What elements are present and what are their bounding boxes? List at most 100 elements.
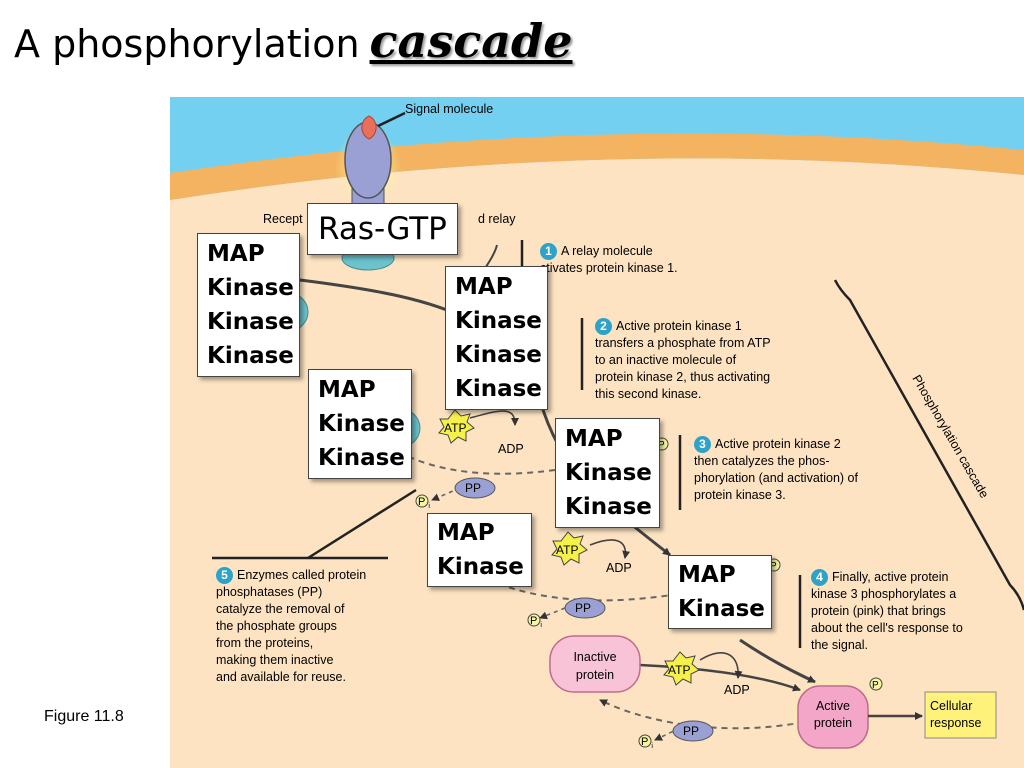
phosphate-tag-label: P [770,561,777,572]
signal-molecule-icon [361,115,377,140]
mapk-box: MAP Kinase [427,513,532,587]
figure-caption: Figure 11.8 [44,708,124,725]
step-line: phosphatases (PP) [216,585,323,599]
atp-label: ATP [444,421,466,435]
step-number-badge: 5 [216,567,233,584]
step-4-description: 4 Finally, active protein kinase 3 phosph… [811,569,1001,654]
ras-gtp-box: Ras-GTP [307,203,458,255]
receptor-label-left: Recept [263,212,303,226]
pi-icon [415,494,429,508]
mapkk-box: MAP Kinase Kinase [555,418,660,528]
mapkkk-line: Kinase [207,275,294,301]
mapk-line: Kinase [678,596,765,622]
atp-label: ATP [668,663,690,677]
step-line: to an inactive molecule of [595,353,737,367]
step-line: ctivates protein kinase 1. [540,261,678,275]
mapkk-line: Kinase [565,460,652,486]
step-line: and available for reuse. [216,670,346,684]
activation-arrow-2 [739,638,816,684]
step-line: A relay molecule [561,244,653,258]
step-number-badge: 1 [540,243,557,260]
pp-phosphatase-icon [454,477,496,499]
atp-adp-arrow-2 [589,539,631,559]
step-line: then catalyzes the phos- [694,454,830,468]
step-line: protein (pink) that brings [811,604,946,618]
pi-icon [638,734,652,748]
pp-return-arrow-1 [379,439,556,475]
mapk-box: MAP Kinase [668,555,772,629]
mapkkk-box: MAP Kinase Kinase Kinase [197,233,300,377]
mapkkk-line: Kinase [207,343,294,369]
step-line: Active protein kinase 1 [616,319,742,333]
phosphate-tag-icon [869,677,883,691]
step-5-description: 5 Enzymes called protein phosphatases (PP… [216,567,406,686]
step-line: Active protein kinase 2 [715,437,841,451]
mapkkk-line: MAP [207,241,265,267]
step-2-description: 2 Active protein kinase 1 transfers a pho… [595,318,805,403]
mapkkk-line: Kinase [455,376,542,402]
mapkk-box: MAP Kinase Kinase [308,369,412,479]
receptor-label-right: d relay [478,212,516,226]
step-number-badge: 4 [811,569,828,586]
inactive-protein-icon [549,635,641,693]
step-line: phorylation (and activation) of [694,471,858,485]
mapkkk-line: Kinase [455,342,542,368]
protein-activation-arrow [639,663,801,692]
step-1-description: 1 A relay molecule ctivates protein kinas… [540,243,710,277]
step-line: Finally, active protein [832,570,949,584]
phosphate-tag-label: P [872,680,879,691]
step-line: about the cell's response to [811,621,963,635]
step-line: the signal. [811,638,868,652]
mapkk-line: Kinase [318,445,405,471]
step-line: protein kinase 2, thus activating [595,370,771,384]
atp-star-icon [663,651,700,686]
mapkkk-line: Kinase [455,308,542,334]
mapkkk-box: MAP Kinase Kinase Kinase [445,266,548,410]
atp-star-icon [551,531,588,566]
step-number-badge: 2 [595,318,612,335]
mapkk-line: Kinase [565,494,652,520]
mapkkk-line: Kinase [207,309,294,335]
pp-phosphatase-icon [672,720,714,742]
pi-icon [527,613,541,627]
mapkkk-line: MAP [455,274,513,300]
mapkk-line: MAP [565,426,623,452]
adp-label: ADP [606,561,632,575]
pi-release-arrow-1 [431,487,461,501]
pp-return-arrow-3 [599,699,816,730]
step-line: from the proteins, [216,636,314,650]
step-line: kinase 3 phosphorylates a [811,587,957,601]
step-line: catalyze the removal of [216,602,345,616]
atp-star-icon [438,409,475,444]
step-number-badge: 3 [694,436,711,453]
atp-adp-arrow-3 [699,652,743,679]
cellular-response-box [924,691,997,739]
cascade-bracket [833,279,1024,611]
step-line: protein kinase 3. [694,488,786,502]
mapkk-line: MAP [318,377,376,403]
step-line: transfers a phosphate from ATP [595,336,771,350]
mapkk-line: Kinase [318,411,405,437]
mapk-line: MAP [678,562,736,588]
step-line: this second kinase. [595,387,702,401]
signal-molecule-label: Signal molecule [405,102,493,116]
adp-label: ADP [724,683,750,697]
step-line: making them inactive [216,653,334,667]
mapk-line: MAP [437,520,495,546]
phosphate-tag-label: P [658,440,665,451]
signal-leader-line [377,111,406,128]
pp-label: PP [575,601,591,615]
step-line: Enzymes called protein [237,568,367,582]
atp-adp-arrow-1 [469,410,519,426]
pp-label: PP [465,481,481,495]
title-main: A phosphorylation [14,22,360,66]
adp-label: ADP [498,442,524,456]
step5-pointer [307,488,417,560]
